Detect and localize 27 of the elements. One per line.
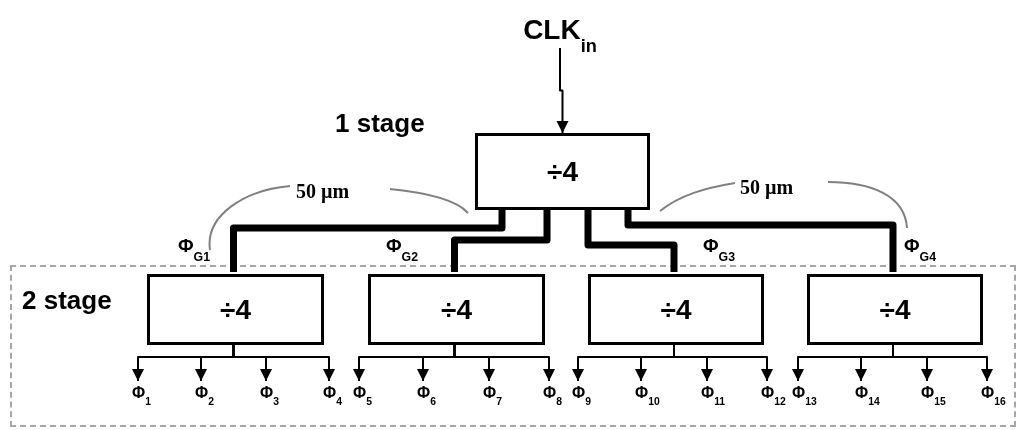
arrow <box>453 342 555 382</box>
phase-output-label: Φ$_{3}$ <box>260 383 294 417</box>
phase-label: Φ$_{G2}$ <box>386 234 419 261</box>
stage-band <box>10 265 1016 427</box>
stage-label: 2 stage <box>22 284 112 317</box>
arrow <box>556 47 569 134</box>
phase-output-label: Φ$_{5}$ <box>353 383 387 417</box>
phase-output-label: Φ$_{2}$ <box>195 383 229 417</box>
phase-output-label: Φ$_{7}$ <box>483 383 517 417</box>
phase-output-label: Φ$_{11}$ <box>701 383 735 417</box>
phase-output-label: Φ$_{10}$ <box>635 383 669 417</box>
arrow <box>232 342 335 382</box>
bus-line <box>624 210 897 272</box>
phase-output-label: Φ$_{15}$ <box>921 383 955 417</box>
phase-output-label: Φ$_{16}$ <box>981 383 1015 417</box>
phase-output-label: Φ$_{13}$ <box>792 383 826 417</box>
bus-line <box>230 210 506 272</box>
phase-label: Φ$_{G3}$ <box>703 234 736 261</box>
dimension-label: 50 µm <box>740 175 794 201</box>
dimension-label: 50 µm <box>296 179 350 205</box>
phase-output-label: Φ$_{1}$ <box>132 383 166 417</box>
phase-output-label: Φ$_{6}$ <box>417 383 451 417</box>
phase-output-label: Φ$_{9}$ <box>572 383 606 417</box>
stage-label: 1 stage <box>335 107 425 140</box>
phase-label: Φ$_{G4}$ <box>904 234 937 261</box>
phase-label: Φ$_{G1}$ <box>178 234 211 261</box>
phase-output-label: Φ$_{14}$ <box>855 383 889 417</box>
